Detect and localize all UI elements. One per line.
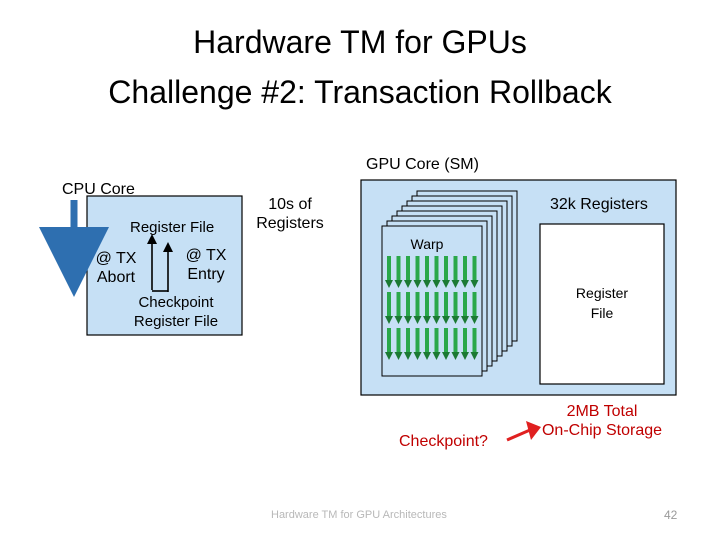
tx-abort-line1: @ TX xyxy=(95,250,137,267)
warp-arrows xyxy=(385,256,479,360)
slide-title-line1: Hardware TM for GPUs xyxy=(193,24,527,60)
warp-thread-arrowhead xyxy=(432,352,441,360)
warp-thread-arrowhead xyxy=(423,352,431,360)
warp-thread-arrowhead xyxy=(413,280,422,288)
abort-arrowhead xyxy=(147,234,157,244)
warp-thread-arrowhead xyxy=(385,280,393,288)
warp-label: Warp xyxy=(392,236,462,252)
checkpoint-register-file-label: Checkpoint Register File xyxy=(118,293,234,331)
tx-abort-label: @ TX Abort xyxy=(88,249,144,287)
tx-entry-label: @ TX Entry xyxy=(178,246,234,284)
storage-line1: 2MB Total xyxy=(566,403,638,420)
page-number: 42 xyxy=(664,508,678,522)
cpu-register-file-label: Register File xyxy=(130,219,215,236)
warp-stack xyxy=(381,190,518,377)
warp-thread-arrowhead xyxy=(470,280,479,288)
warp-thread-arrowhead xyxy=(413,316,422,324)
warp-thread-arrowhead xyxy=(432,316,441,324)
warp-thread-arrowhead xyxy=(470,352,479,360)
warp-thread-arrowhead xyxy=(451,352,460,360)
gpu-register-file-line1: Register xyxy=(575,285,629,301)
warp-thread-arrowhead xyxy=(385,316,393,324)
warp-thread-arrowhead xyxy=(442,316,450,324)
warp-thread-arrowhead xyxy=(461,280,469,288)
checkpoint-line2: Register File xyxy=(133,313,219,330)
warp-thread-arrowhead xyxy=(442,280,450,288)
warp-thread-arrowhead xyxy=(442,352,450,360)
cpu-core-label: CPU Core xyxy=(62,181,135,198)
warp-thread-arrowhead xyxy=(451,280,460,288)
warp-thread-arrowhead xyxy=(404,316,412,324)
warp-thread-arrowhead xyxy=(385,352,393,360)
tx-entry-line1: @ TX xyxy=(185,247,227,264)
on-chip-storage-label: 2MB Total On-Chip Storage xyxy=(522,402,682,440)
warp-thread-arrowhead xyxy=(413,352,422,360)
warp-thread-arrowhead xyxy=(461,352,469,360)
warp-thread-arrowhead xyxy=(394,352,403,360)
tx-abort-line2: Abort xyxy=(96,269,136,286)
warp-thread-arrowhead xyxy=(423,316,431,324)
cpu-registers-count-line1: 10s of xyxy=(268,196,312,213)
warp-thread-arrowhead xyxy=(432,280,441,288)
warp-thread-arrowhead xyxy=(394,316,403,324)
checkpoint-line1: Checkpoint xyxy=(138,294,214,311)
warp-thread-arrowhead xyxy=(404,280,412,288)
warp-thread-arrowhead xyxy=(451,316,460,324)
question-arrowhead xyxy=(526,421,541,440)
warp-thread-arrowhead xyxy=(423,280,431,288)
storage-line2: On-Chip Storage xyxy=(541,422,663,439)
slide-title-line2: Challenge #2: Transaction Rollback xyxy=(108,74,612,110)
warp-thread-arrowhead xyxy=(404,352,412,360)
checkpoint-question-label: Checkpoint? xyxy=(399,433,488,450)
cpu-registers-count-line2: Registers xyxy=(256,215,324,232)
gpu-registers-count: 32k Registers xyxy=(550,196,648,213)
cpu-register-box xyxy=(86,195,243,336)
gpu-core-label: GPU Core (SM) xyxy=(366,156,479,173)
gpu-register-file-box xyxy=(539,223,665,385)
question-arrow xyxy=(506,428,531,442)
tx-entry-line2: Entry xyxy=(187,266,225,283)
cpu-registers-count: 10s of Registers xyxy=(248,195,332,233)
entry-arrowhead xyxy=(163,242,173,252)
gpu-register-file-line2: File xyxy=(590,305,614,321)
warp-thread-arrowhead xyxy=(470,316,479,324)
gpu-register-file-label: Register File xyxy=(545,283,659,323)
warp-thread-arrowhead xyxy=(461,316,469,324)
checkpoint-bracket xyxy=(151,242,169,292)
warp-thread-arrowhead xyxy=(394,280,403,288)
slide-footer: Hardware TM for GPU Architectures xyxy=(271,509,447,521)
